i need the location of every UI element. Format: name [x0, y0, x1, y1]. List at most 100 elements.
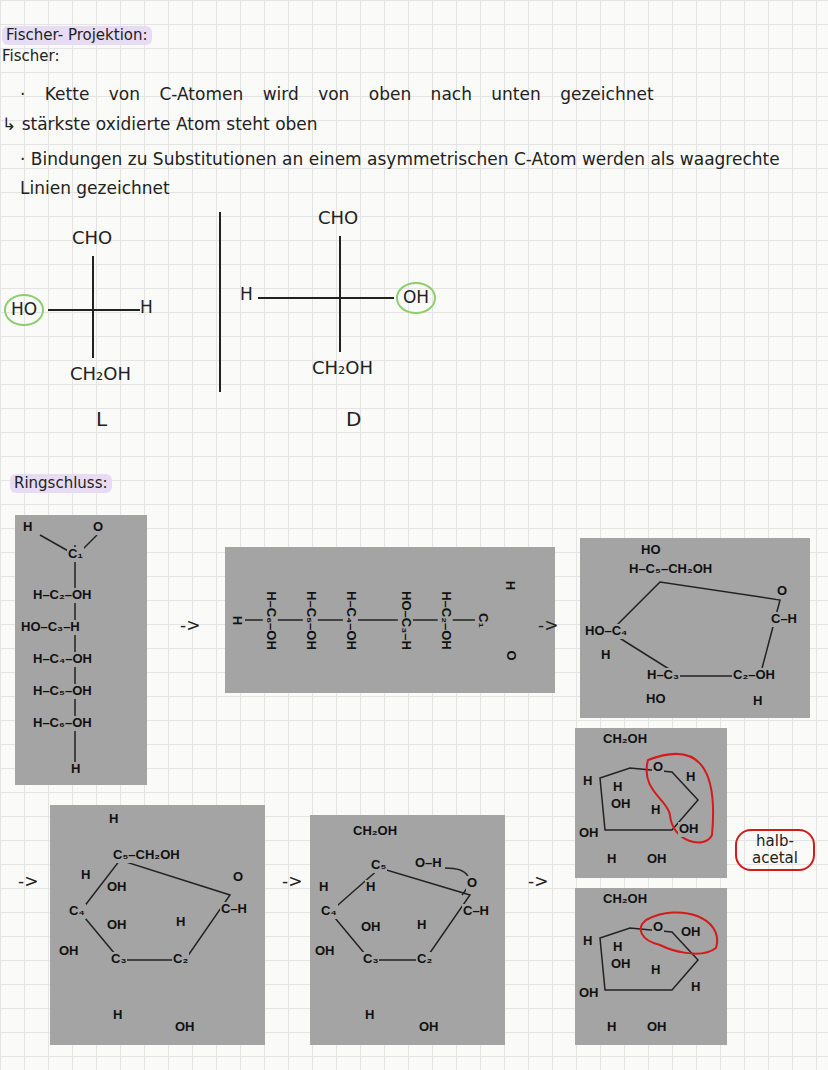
formula-text: O: [652, 920, 664, 935]
handwritten-note: · Bindungen zu Substitutionen an einem a…: [20, 145, 820, 203]
formula-text: OH: [610, 957, 632, 972]
formula-text: HO: [645, 692, 667, 707]
bond: [258, 297, 394, 299]
node-text: OH: [403, 288, 429, 308]
formula-text: C₃: [362, 952, 379, 967]
formula-text: H–C₃: [646, 668, 680, 683]
formula-text: H: [318, 880, 329, 895]
formula-text: OH: [360, 920, 382, 935]
formula-text: H: [112, 1008, 123, 1023]
handwritten-note: CHO: [72, 228, 112, 249]
formula-text: OH: [680, 925, 702, 940]
handwritten-note: ->: [528, 872, 548, 892]
bond: [92, 256, 94, 358]
handwritten-note: · Kette von C-Atomen wird von oben nach …: [20, 85, 654, 105]
handwritten-note: CH₂OH: [70, 364, 131, 385]
formula-text: H: [685, 770, 696, 785]
formula-text: CH₂OH: [602, 732, 648, 747]
handwritten-note: CH₂OH: [312, 358, 373, 379]
handwritten-note: L: [96, 408, 107, 431]
photo-panel: [575, 888, 727, 1045]
formula-text: OH: [174, 1020, 196, 1035]
photo-panel: [575, 728, 727, 878]
formula-text: H: [606, 1020, 617, 1035]
formula-text: H: [70, 762, 81, 777]
formula-text: CH₂OH: [352, 824, 398, 839]
formula-text: C₃: [110, 952, 127, 967]
formula-text: OH: [610, 797, 632, 812]
handwritten-note: H: [140, 298, 153, 318]
node-text: halb- acetal: [743, 833, 807, 868]
formula-text: H: [503, 579, 518, 590]
handwritten-note: ->: [18, 872, 38, 892]
handwritten-note: D: [346, 408, 361, 431]
formula-text: H: [612, 780, 623, 795]
photo-panel: [580, 538, 810, 718]
formula-text: H: [416, 918, 427, 933]
formula-text: H: [80, 868, 91, 883]
formula-text: HO: [640, 543, 662, 558]
formula-text: C–H: [220, 902, 248, 917]
handwritten-note: CHO: [318, 208, 358, 229]
formula-text: H: [600, 648, 611, 663]
formula-text: C–H: [462, 904, 490, 919]
formula-text: C₁: [67, 547, 84, 562]
formula-text: H: [230, 614, 245, 625]
formula-text: H: [582, 774, 593, 789]
formula-text: H: [752, 694, 763, 709]
formula-text: C₁: [475, 612, 490, 629]
formula-text: H: [364, 1008, 375, 1023]
formula-text: C₅–CH₂OH: [112, 848, 181, 863]
highlight-loop: [641, 912, 717, 953]
handwritten-note: ->: [538, 616, 558, 636]
formula-text: HO–C₃–H: [398, 590, 413, 651]
formula-text: H–C₂–OH: [32, 588, 93, 603]
formula-text: O–H: [414, 856, 443, 871]
formula-text: H: [365, 880, 376, 895]
note-bubble: halb- acetal: [735, 829, 815, 872]
formula-text: O: [503, 649, 518, 661]
formula-text: H: [22, 520, 33, 535]
formula-text: HO–C₄: [584, 624, 628, 639]
formula-text: H–C₅–CH₂OH: [628, 562, 713, 577]
photo-panel: [310, 815, 505, 1045]
formula-text: C₄: [320, 904, 338, 919]
formula-text: H–C₄–OH: [32, 652, 93, 667]
heading: Ringschluss:: [10, 474, 112, 493]
formula-text: H–C₆–OH: [263, 590, 278, 651]
formula-text: O: [652, 760, 664, 775]
formula-text: O: [776, 584, 788, 599]
highlight-loop: [647, 754, 714, 843]
formula-text: H–C₄–OH: [343, 590, 358, 651]
formula-text: O: [466, 876, 478, 891]
formula-text: H–C₂–OH: [438, 590, 453, 651]
formula-text: OH: [646, 852, 668, 867]
formula-text: H: [582, 934, 593, 949]
formula-text: C₅: [370, 858, 387, 873]
formula-text: H: [650, 803, 661, 818]
node-text: HO: [11, 300, 37, 320]
formula-text: H: [612, 940, 623, 955]
formula-text: C₂–OH: [732, 668, 776, 683]
formula-text: H–C₆–OH: [32, 716, 93, 731]
photo-panel: [15, 515, 147, 785]
formula-text: H: [606, 852, 617, 867]
formula-text: OH: [106, 918, 128, 933]
handwritten-note: ↳ stärkste oxidierte Atom steht oben: [2, 115, 318, 135]
circled-group: HO: [4, 294, 44, 326]
formula-text: H: [108, 812, 119, 827]
formula-text: HO–C₃–H: [20, 620, 81, 635]
formula-text: OH: [314, 944, 336, 959]
formula-text: C₄: [68, 904, 86, 919]
bond: [48, 309, 140, 311]
formula-text: H: [690, 980, 701, 995]
formula-text: C–H: [770, 612, 798, 627]
formula-text: OH: [646, 1020, 668, 1035]
heading: Fischer- Projektion:: [2, 26, 152, 45]
formula-text: C₂: [172, 952, 189, 967]
formula-text: H–C₅–OH: [303, 590, 318, 651]
photo-panel: [50, 805, 265, 1045]
formula-text: H: [650, 963, 661, 978]
formula-text: OH: [578, 826, 600, 841]
handwritten-note: Fischer:: [2, 48, 59, 65]
